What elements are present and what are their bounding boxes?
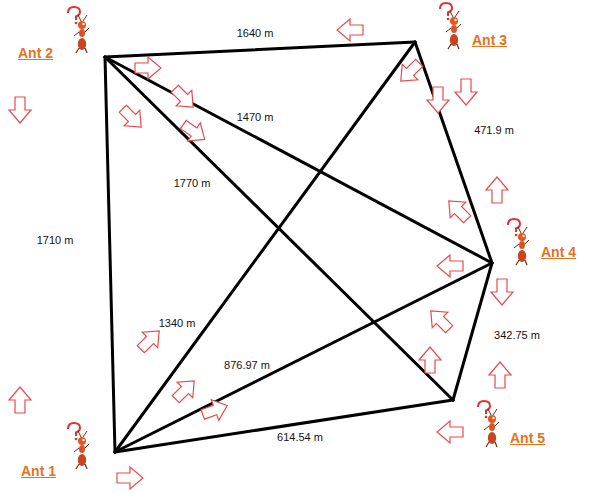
distance-label: 471.9 m: [472, 124, 516, 137]
direction-arrow: [337, 19, 363, 41]
direction-arrow: [486, 177, 508, 203]
direction-arrow: [115, 101, 149, 135]
direction-arrow: [9, 97, 31, 123]
distance-label: 1340 m: [157, 317, 198, 330]
distance-edge: [415, 42, 492, 263]
distance-edge: [105, 42, 415, 57]
distance-label: 342.75 m: [492, 329, 542, 342]
direction-arrow: [441, 193, 475, 227]
ant-label: Ant 2: [18, 45, 53, 61]
ant-label: Ant 4: [541, 244, 576, 260]
direction-arrow: [423, 303, 457, 337]
ant-node: Ant 5: [510, 429, 545, 447]
ant-icon: [478, 401, 499, 447]
distance-label: 1640 m: [235, 27, 276, 40]
ant-node: Ant 2: [18, 44, 53, 62]
ant-node: Ant 3: [472, 31, 507, 49]
direction-arrow: [393, 55, 427, 89]
distance-label: 1770 m: [172, 177, 213, 190]
direction-arrow: [168, 373, 202, 407]
direction-arrow: [427, 87, 449, 113]
direction-arrows: [9, 19, 513, 489]
distance-label: 614.54 m: [275, 431, 325, 444]
ant-node: Ant 4: [541, 243, 576, 261]
direction-arrow: [199, 395, 231, 425]
distance-edge: [115, 263, 492, 452]
ant-label: Ant 5: [510, 430, 545, 446]
direction-arrow: [437, 421, 463, 443]
direction-arrow: [419, 347, 441, 373]
ant-icon: [508, 219, 529, 265]
ant-node: Ant 1: [21, 462, 56, 480]
direction-arrow: [491, 279, 513, 305]
distance-edge: [115, 400, 453, 452]
distance-edge: [115, 42, 415, 452]
direction-arrow: [455, 79, 477, 105]
ant-label: Ant 1: [21, 463, 56, 479]
distance-edge: [453, 263, 492, 400]
direction-arrow: [135, 57, 161, 79]
distance-edge: [105, 57, 115, 452]
distance-label: 876.97 m: [222, 359, 272, 372]
distance-label: 1710 m: [35, 234, 76, 247]
ant-icon: [440, 3, 461, 49]
direction-arrow: [117, 467, 143, 489]
ant-label: Ant 3: [472, 32, 507, 48]
ant-icon: [68, 7, 89, 53]
distance-label: 1470 m: [235, 111, 276, 124]
direction-arrow: [177, 116, 211, 149]
direction-arrow: [437, 255, 463, 277]
direction-arrow: [9, 387, 31, 413]
direction-arrow: [489, 362, 511, 388]
distance-edge: [105, 57, 492, 263]
direction-arrow: [167, 81, 201, 115]
ant-icon: [68, 423, 89, 469]
ant-icons: [68, 3, 529, 469]
